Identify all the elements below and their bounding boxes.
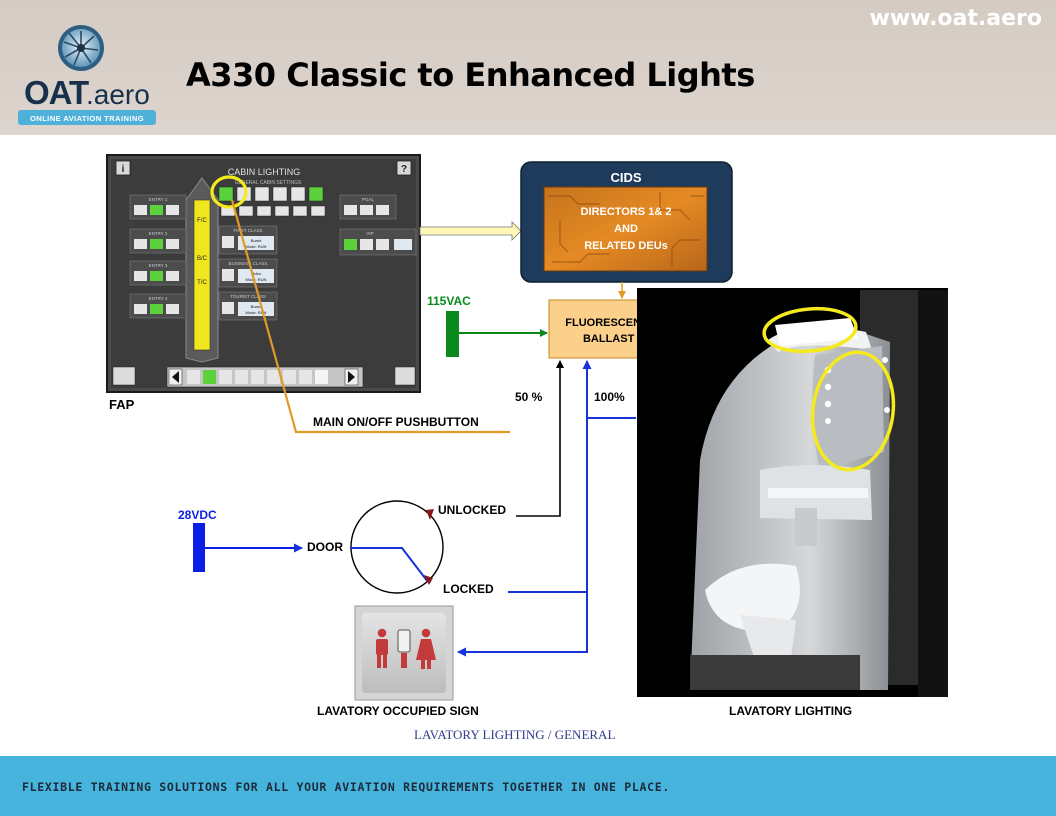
woman-symbol-icon xyxy=(416,628,436,669)
svg-text:?: ? xyxy=(401,164,407,175)
unlocked-50pct-line xyxy=(516,360,564,517)
ceiling-light-glow xyxy=(775,318,858,346)
footer-band: FLEXIBLE TRAINING SOLUTIONS FOR ALL YOUR… xyxy=(0,756,1056,816)
svg-text:i: i xyxy=(122,164,125,175)
svg-text:FIRST CLASS: FIRST CLASS xyxy=(234,228,263,233)
svg-text:BUSINESS CLASS: BUSINESS CLASS xyxy=(229,261,268,266)
fap-panel: i ? CABIN LIGHTING GENERAL CABIN SETTING… xyxy=(106,154,421,393)
entry-group-2[interactable]: ENTRY 2 xyxy=(129,228,187,254)
lavatory-photo xyxy=(637,288,948,697)
cids-directors-line1: DIRECTORS 1& 2 xyxy=(581,206,672,218)
svg-text:ENTRY 3: ENTRY 3 xyxy=(149,263,168,268)
ceiling-light-highlight xyxy=(762,306,858,354)
lavatory-occupied-sign xyxy=(354,605,454,701)
svg-text:Mode: RUN: Mode: RUN xyxy=(246,277,267,282)
vac-label: 115VAC xyxy=(427,294,471,308)
locked-label: LOCKED xyxy=(443,582,494,596)
pct-50-label: 50 % xyxy=(515,390,543,404)
help-icon[interactable]: ? xyxy=(396,160,412,176)
unlocked-label: UNLOCKED xyxy=(438,503,506,517)
locked-contact-icon xyxy=(424,575,433,585)
oat-logo: OAT .aero ONLINE AVIATION TRAINING xyxy=(18,25,156,125)
door-lock-switch xyxy=(350,500,444,594)
svg-text:VIP: VIP xyxy=(366,231,373,236)
svg-text:Mode: RUN: Mode: RUN xyxy=(246,244,267,249)
svg-text:Mode: RUN: Mode: RUN xyxy=(246,310,267,315)
arrow-right-icon[interactable] xyxy=(344,368,359,386)
cids-directors-line2: AND xyxy=(614,223,638,235)
svg-text:ENTRY 2: ENTRY 2 xyxy=(149,231,168,236)
pct-100-label: 100% xyxy=(594,390,625,404)
fap-label: FAP xyxy=(109,397,135,412)
svg-text:.aero: .aero xyxy=(86,79,150,110)
blue-to-sign-line xyxy=(457,592,588,657)
unlocked-contact-icon xyxy=(426,509,434,520)
site-url[interactable]: www.oat.aero xyxy=(869,6,1043,31)
occupied-sign-label: LAVATORY OCCUPIED SIGN xyxy=(317,704,479,718)
arrow-left-icon[interactable] xyxy=(168,368,183,386)
info-icon[interactable]: i xyxy=(115,160,131,176)
mirror-lights-icon xyxy=(824,357,890,424)
door-label: DOOR xyxy=(307,540,343,554)
footer-tagline: FLEXIBLE TRAINING SOLUTIONS FOR ALL YOUR… xyxy=(22,780,671,794)
man-symbol-icon xyxy=(376,628,388,668)
zone-bc: B/C xyxy=(197,256,208,262)
svg-text:OAT: OAT xyxy=(24,74,89,111)
fap-bottom-nav[interactable] xyxy=(112,366,416,388)
vdc-busbar xyxy=(193,523,205,572)
fap-title: CABIN LIGHTING xyxy=(228,167,301,177)
svg-text:TOURIST CLASS: TOURIST CLASS xyxy=(230,294,266,299)
general-settings-label: GENERAL CABIN SETTINGS xyxy=(235,180,302,186)
entry-group-1[interactable]: ENTRY 1 xyxy=(129,194,187,220)
svg-text:Board: Board xyxy=(251,238,262,243)
svg-text:PGAL: PGAL xyxy=(362,197,375,202)
header-band: www.oat.aero OAT .aero ONLINE AVIATION T… xyxy=(0,0,1056,135)
cids-directors-line3: RELATED DEUs xyxy=(584,240,668,252)
general-cabin-buttons[interactable] xyxy=(218,186,326,217)
entry-group-4[interactable]: ENTRY 4 xyxy=(129,293,187,319)
main-onoff-label: MAIN ON/OFF PUSHBUTTON xyxy=(313,415,479,429)
pushbutton-callout-line xyxy=(230,199,510,434)
svg-text:Video: Video xyxy=(251,271,262,276)
pgal-group[interactable]: PGAL xyxy=(339,194,397,220)
occupied-lamp-icon xyxy=(397,629,411,668)
zone-tc: T/C xyxy=(197,280,207,286)
mirror-light-highlight xyxy=(810,350,896,472)
vip-group[interactable]: VIP xyxy=(339,228,417,256)
main-pushbutton-highlight xyxy=(210,175,248,209)
cids-label: CIDS xyxy=(610,170,641,185)
zone-fc: F/C xyxy=(197,218,207,224)
logo-subtitle: ONLINE AVIATION TRAINING xyxy=(30,114,144,123)
lavatory-lighting-label: LAVATORY LIGHTING xyxy=(729,704,853,718)
vac-busbar xyxy=(446,311,459,357)
vdc-label: 28VDC xyxy=(178,508,217,522)
svg-text:ENTRY 1: ENTRY 1 xyxy=(149,197,168,202)
slide-title: A330 Classic to Enhanced Lights xyxy=(186,56,755,94)
first-class-group[interactable]: FIRST CLASS Board Mode: RUN xyxy=(218,225,278,255)
entry-group-3[interactable]: ENTRY 3 xyxy=(129,260,187,286)
svg-text:Board: Board xyxy=(251,304,262,309)
cids-unit: CIDS DIRECTORS 1& 2 AND RELATED DEUs xyxy=(520,161,733,283)
tourist-class-group[interactable]: TOURIST CLASS Board Mode: RUN xyxy=(218,291,278,321)
cabin-zone-bar xyxy=(193,199,211,351)
business-class-group[interactable]: BUSINESS CLASS Video Mode: RUN xyxy=(218,258,278,288)
diagram-caption: LAVATORY LIGHTING / GENERAL xyxy=(414,727,616,742)
fap-to-cids-arrow xyxy=(419,221,522,241)
svg-text:ENTRY 4: ENTRY 4 xyxy=(149,296,168,301)
